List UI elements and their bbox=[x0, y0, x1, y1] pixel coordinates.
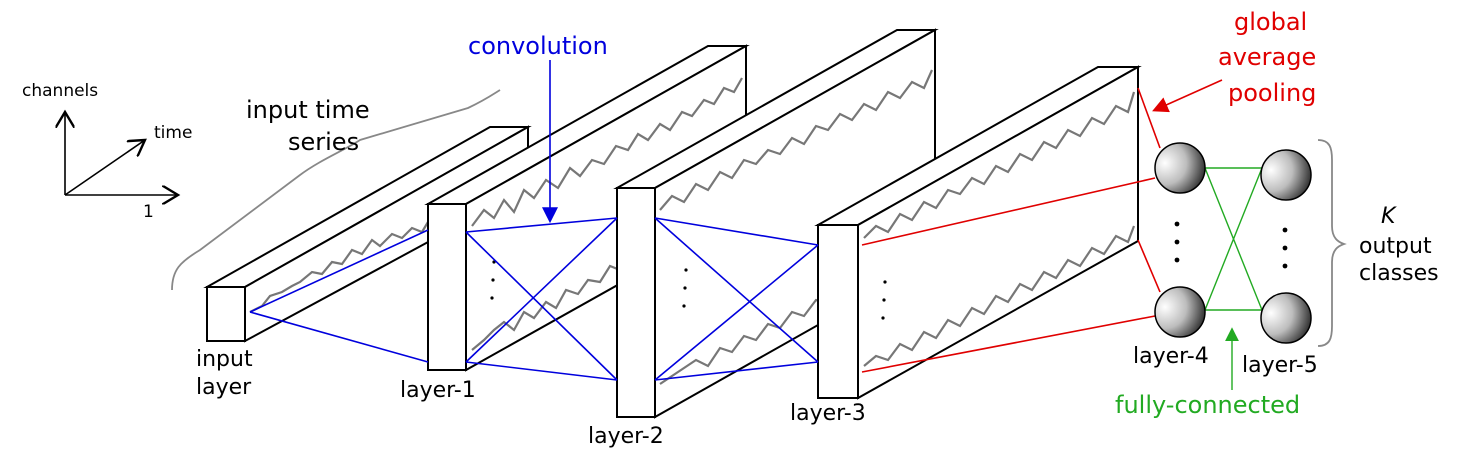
gap-arrow bbox=[1152, 79, 1223, 113]
time-axis bbox=[64, 140, 145, 196]
gap-line bbox=[1137, 239, 1161, 293]
gap-line bbox=[861, 315, 1156, 373]
fully-connected-connections bbox=[1204, 167, 1263, 390]
output-brace bbox=[1317, 139, 1347, 347]
input-time-series-label-line1: input time bbox=[246, 96, 370, 124]
input-layer-label-line2: layer bbox=[196, 375, 252, 400]
layer3-dot bbox=[883, 280, 887, 284]
gap-line bbox=[1137, 87, 1161, 149]
layer1-front bbox=[427, 203, 467, 371]
layer1-label: layer-1 bbox=[400, 378, 476, 403]
input-series-brace bbox=[171, 89, 501, 291]
layer1-waveform-top bbox=[471, 77, 743, 227]
conv-line bbox=[654, 361, 819, 381]
conv-line bbox=[249, 311, 429, 363]
layer5-dot bbox=[1282, 227, 1288, 233]
layer2-waveform-top bbox=[659, 69, 934, 211]
layer5-nodes bbox=[1260, 149, 1312, 344]
channels-label: channels bbox=[22, 81, 98, 101]
layer2-front bbox=[616, 187, 656, 418]
one-label: 1 bbox=[143, 202, 154, 222]
input-layer-label-line1: input bbox=[196, 347, 253, 372]
layer5-node bbox=[1260, 292, 1312, 344]
layer4-label: layer-4 bbox=[1133, 344, 1209, 369]
layer3-waveform-top bbox=[863, 91, 1136, 239]
layer1-dot bbox=[491, 278, 495, 282]
conv-line bbox=[465, 361, 618, 381]
layer4-node bbox=[1154, 286, 1206, 338]
conv-line bbox=[465, 217, 618, 233]
conv-line bbox=[654, 217, 819, 246]
layer2-label: layer-2 bbox=[588, 424, 664, 449]
layer5-node bbox=[1260, 149, 1312, 201]
convolution-label: convolution bbox=[468, 32, 608, 60]
gap-label-line2: average bbox=[1218, 43, 1316, 71]
layer2-dot bbox=[684, 268, 688, 272]
output-label-line2: classes bbox=[1359, 261, 1439, 286]
layer5-dot bbox=[1282, 245, 1288, 251]
input-waveform bbox=[249, 221, 429, 313]
layer3-dot bbox=[882, 298, 886, 302]
layer1-dot bbox=[490, 296, 494, 300]
layer3-dot bbox=[881, 316, 885, 320]
gap-line bbox=[861, 177, 1156, 246]
layer3-front bbox=[817, 224, 859, 399]
layer4-dot bbox=[1174, 257, 1180, 263]
layer4-node bbox=[1154, 142, 1206, 194]
conv-line bbox=[654, 217, 819, 363]
layer4-nodes bbox=[1154, 142, 1206, 338]
input-layer-front bbox=[206, 286, 246, 342]
layer3-label: layer-3 bbox=[790, 401, 866, 426]
fc-line bbox=[1204, 167, 1263, 311]
convolution-connections bbox=[249, 60, 819, 381]
input-time-series-label-line2: series bbox=[288, 128, 359, 156]
gap-label-line3: pooling bbox=[1228, 79, 1316, 107]
time-label: time bbox=[154, 123, 192, 143]
gap-connections bbox=[861, 79, 1223, 373]
layer2-dot bbox=[683, 286, 687, 290]
conv-line bbox=[654, 244, 819, 381]
layer3-block bbox=[814, 65, 1142, 400]
conv-line bbox=[249, 229, 429, 313]
layer4-dot bbox=[1174, 221, 1180, 227]
layer2-dot bbox=[682, 304, 686, 308]
layer1-block bbox=[424, 44, 750, 372]
layer5-dot bbox=[1282, 263, 1288, 269]
layer4-dot bbox=[1174, 239, 1180, 245]
layer3-waveform-bottom bbox=[863, 225, 1136, 367]
axes-indicator: channels time 1 bbox=[22, 81, 192, 222]
conv-line bbox=[465, 231, 618, 381]
conv-line bbox=[465, 217, 618, 363]
layer5-label: layer-5 bbox=[1242, 353, 1318, 378]
k-label: K bbox=[1381, 204, 1397, 229]
input-layer-block bbox=[203, 125, 532, 343]
output-label-line1: output bbox=[1359, 234, 1432, 259]
fully-connected-label: fully-connected bbox=[1115, 391, 1300, 419]
gap-label-line1: global bbox=[1234, 8, 1307, 36]
